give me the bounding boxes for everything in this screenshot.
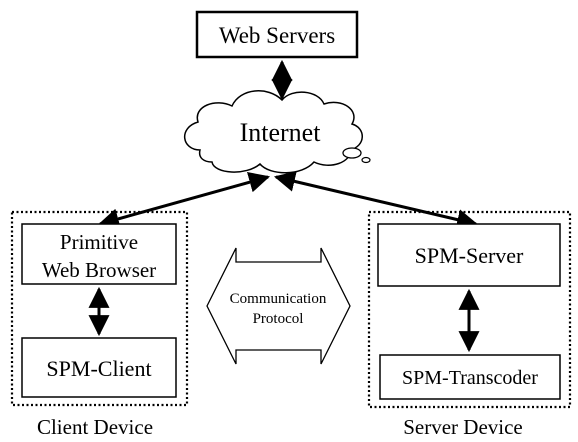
internet-server-arrow: [273, 171, 479, 230]
internet-cloud: Internet: [184, 90, 371, 174]
web-servers-box: [195, 10, 359, 59]
spm-client-label: SPM-Client: [46, 356, 151, 381]
primitive-browser-box: [21, 223, 177, 285]
spm-transcoder-box: [379, 354, 561, 400]
cloud-shape: [184, 90, 363, 174]
client-device-caption: Client Device: [37, 415, 153, 439]
cloud-puff-small: [361, 156, 371, 164]
spm-transcoder-label: SPM-Transcoder: [402, 367, 538, 389]
protocol-double-arrow: [206, 247, 351, 365]
internet-label: Internet: [240, 118, 322, 147]
client-device-border: [10, 210, 189, 407]
spm-server-box: [377, 223, 561, 287]
cloud-puff: [342, 147, 362, 159]
web-servers-node: Web Servers: [195, 10, 359, 59]
server-device-border: [367, 210, 572, 409]
protocol-label-line2: Protocol: [253, 311, 304, 327]
web-servers-label: Web Servers: [219, 23, 335, 48]
spm-server-label: SPM-Server: [415, 243, 524, 268]
client-device-group: Primitive Web Browser SPM-Client: [10, 210, 189, 407]
primitive-browser-label-line2: Web Browser: [42, 258, 156, 282]
protocol-label-line1: Communication: [230, 291, 327, 307]
communication-protocol: Communication Protocol: [206, 247, 351, 365]
internet-client-arrow: [97, 171, 271, 230]
server-device-group: SPM-Server SPM-Transcoder: [367, 210, 572, 409]
spm-client-box: [21, 337, 177, 398]
primitive-browser-label-line1: Primitive: [60, 230, 138, 254]
server-device-caption: Server Device: [403, 415, 523, 439]
